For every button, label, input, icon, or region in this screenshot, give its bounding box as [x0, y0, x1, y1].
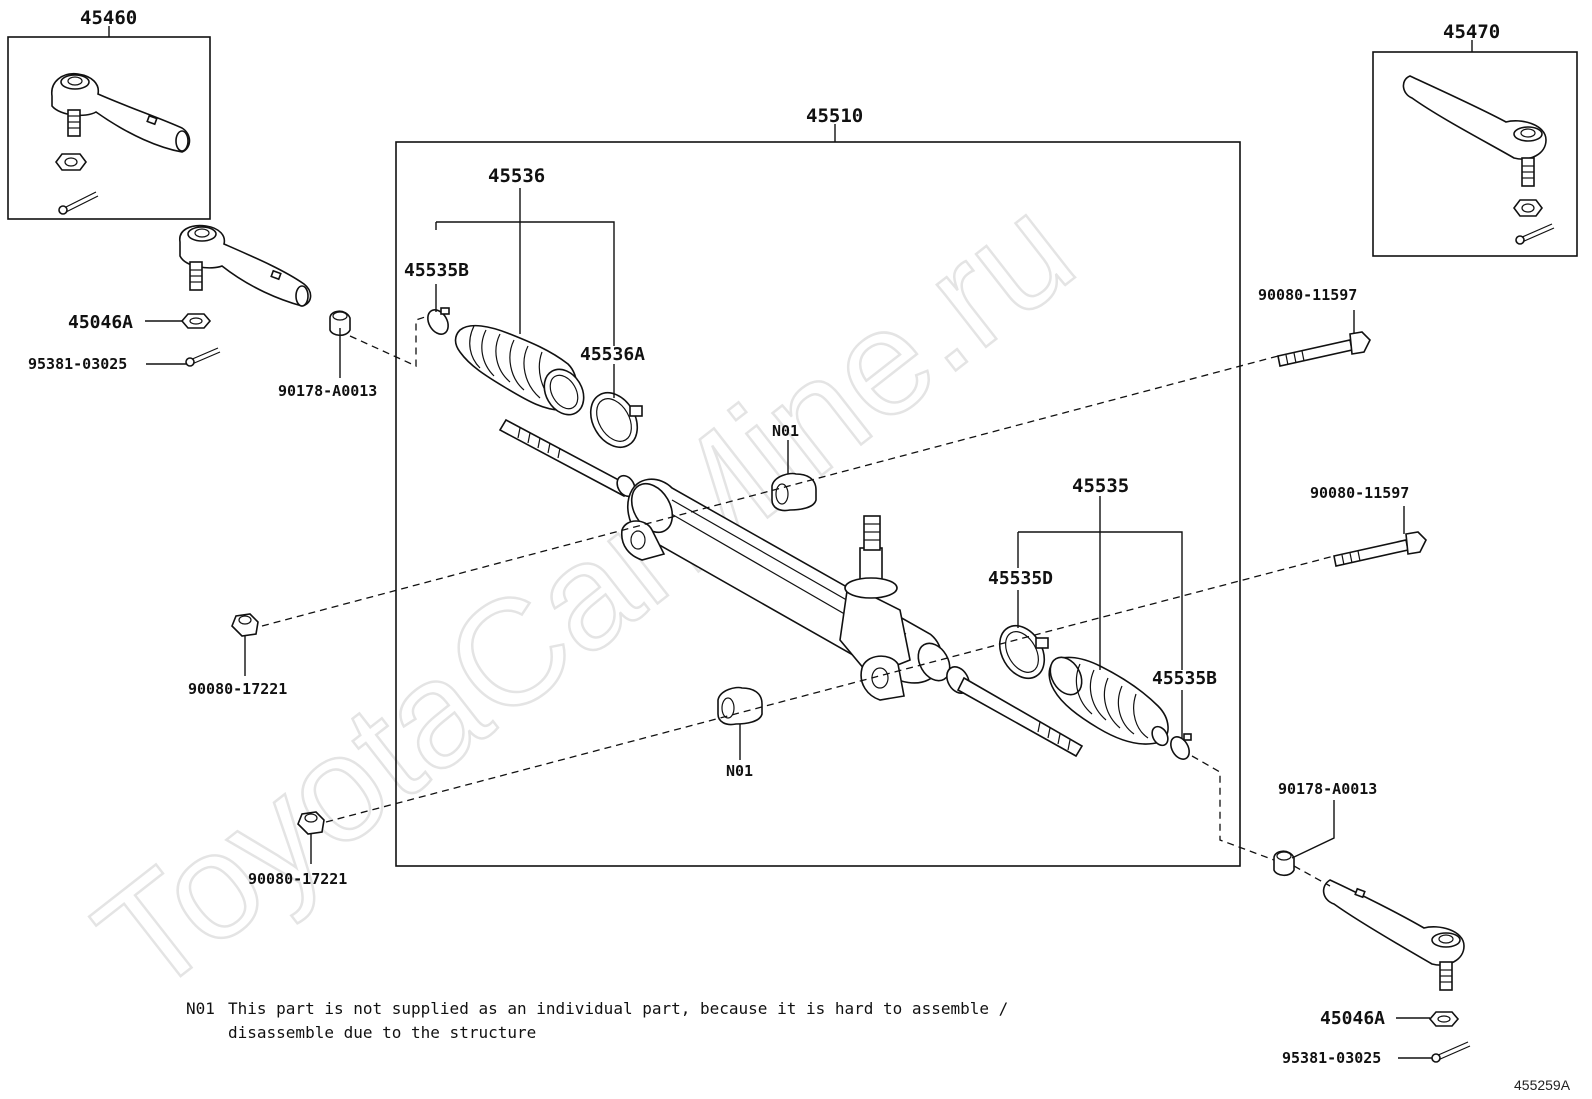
label-45535b-lh: 45535B	[404, 260, 469, 281]
tie-rod-end-lh-icon	[179, 224, 312, 307]
label-45535: 45535	[1072, 475, 1129, 497]
boot-rh-icon	[1048, 656, 1169, 747]
watermark: ToyotaCarMine.ru	[66, 164, 1102, 1025]
clamp-45536a-icon	[589, 391, 643, 449]
tie-rod-end-rh-icon	[1322, 879, 1465, 991]
clip-45535b-lh-icon	[427, 307, 450, 335]
label-90080-11597-upper: 90080-11597	[1258, 286, 1357, 304]
footnote-code: N01	[186, 999, 215, 1018]
clip-45535b-rh-icon	[1170, 733, 1192, 760]
diagram-reference-code: 455259A	[1514, 1077, 1571, 1093]
label-95381-03025-rh: 95381-03025	[1282, 1049, 1381, 1067]
nut-45046a-rh-icon	[1428, 1011, 1460, 1027]
nut-45046a-lh-icon	[180, 313, 212, 329]
boot-lh-icon	[454, 324, 585, 416]
label-45046a-rh: 45046A	[1320, 1008, 1385, 1029]
align-line-lh-end	[349, 315, 429, 368]
label-45536a: 45536A	[580, 344, 645, 365]
mount-nut-upper-icon	[231, 613, 259, 637]
label-45536: 45536	[488, 165, 545, 187]
steering-rack-icon	[498, 418, 1084, 758]
bushing-n01-upper-icon	[771, 472, 817, 512]
footnote-line1: This part is not supplied as an individu…	[228, 999, 1008, 1018]
label-45535b-rh: 45535B	[1152, 668, 1217, 689]
bolt-upper-icon	[1277, 331, 1371, 367]
tie-rod-end-lh-kit-icon	[51, 72, 191, 215]
mount-nut-lower-icon	[297, 811, 325, 835]
label-45046a-lh: 45046A	[68, 312, 133, 333]
label-45460: 45460	[80, 7, 137, 29]
label-90178-a0013-rh: 90178-A0013	[1278, 780, 1377, 798]
label-45510: 45510	[806, 105, 863, 127]
align-line-lower-mount	[325, 555, 1335, 823]
label-45470: 45470	[1443, 21, 1500, 43]
grommet-nut-rh-icon	[1273, 850, 1295, 877]
label-n01-upper: N01	[772, 422, 799, 440]
cotter-pin-rh-icon	[1431, 1041, 1471, 1063]
label-90178-a0013-lh: 90178-A0013	[278, 382, 377, 400]
cotter-pin-lh-icon	[185, 347, 221, 367]
label-95381-03025-lh: 95381-03025	[28, 355, 127, 373]
clamp-45535d-icon	[998, 624, 1049, 680]
footnote-line2: disassemble due to the structure	[228, 1023, 536, 1042]
align-line-upper-mount	[261, 355, 1279, 627]
bolt-lower-icon	[1333, 531, 1427, 567]
label-n01-lower: N01	[726, 762, 753, 780]
label-90080-11597-lower: 90080-11597	[1310, 484, 1409, 502]
grommet-nut-lh-icon	[329, 310, 351, 337]
label-45535d: 45535D	[988, 568, 1053, 589]
label-90080-17221-upper: 90080-17221	[188, 680, 287, 698]
label-90080-17221-lower: 90080-17221	[248, 870, 347, 888]
tie-rod-end-rh-kit-icon	[1402, 75, 1555, 245]
kit-box-45470	[1372, 51, 1578, 257]
align-line-rh-end	[1191, 755, 1331, 887]
bushing-n01-lower-icon	[717, 686, 763, 726]
gear-assembly-box	[395, 141, 1241, 867]
